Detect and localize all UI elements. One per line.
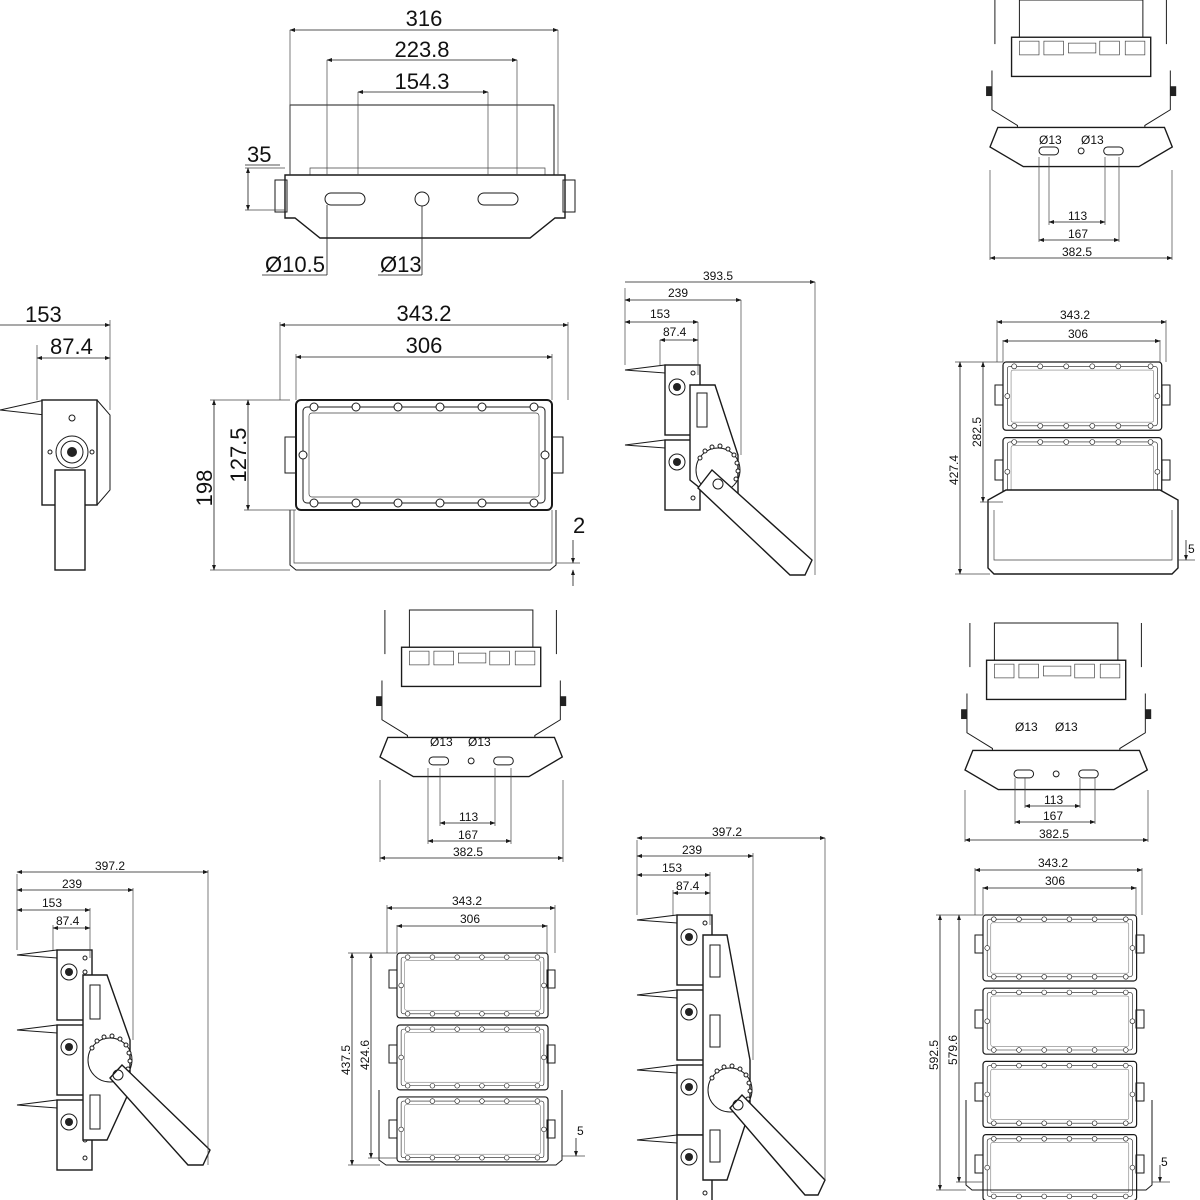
dim-front2-343: 343.2 (1060, 308, 1090, 322)
side-view-single: 153 87.4 (0, 302, 111, 571)
dim-front3-5: 5 (577, 1124, 584, 1138)
dim-front2-5: 5 (1188, 542, 1195, 556)
bracket-c-113: 113 (1044, 793, 1063, 807)
dim-top-223: 223.8 (394, 37, 449, 62)
side-view-quad: 397.2 239 153 87.4 (636, 825, 826, 1200)
bracket-a-113: 113 (1068, 209, 1087, 223)
dim-front4-5: 5 (1161, 1155, 1168, 1169)
bracket-view-c: Ø13 Ø13 113 167 382.5 (960, 622, 1152, 842)
bracket-b-113: 113 (459, 810, 478, 824)
dim-front1-2: 2 (573, 513, 585, 538)
bracket-c-167: 167 (1043, 809, 1063, 823)
bracket-b-382: 382.5 (453, 845, 483, 859)
side-view-triple: 397.2 239 153 87.4 (16, 859, 211, 1171)
dim-front2-427: 427.4 (947, 455, 961, 485)
bracket-c-382: 382.5 (1039, 827, 1069, 841)
dim-side4-87: 87.4 (676, 879, 700, 893)
bracket-b-d13-left: Ø13 (430, 735, 453, 749)
dim-side3-153: 153 (42, 896, 62, 910)
front-view-single: 343.2 306 198 127.5 2 (192, 301, 585, 586)
side-view-double: 393.5 239 153 87.4 (624, 269, 816, 576)
bracket-a-d13-right: Ø13 (1081, 133, 1104, 147)
bracket-view-a: Ø13 Ø13 113 167 382.5 (985, 0, 1177, 260)
bracket-a-382: 382.5 (1062, 245, 1092, 259)
dim-front1-198: 198 (192, 470, 217, 507)
dim-front2-282: 282.5 (970, 417, 984, 447)
dim-front4-592: 592.5 (927, 1040, 941, 1070)
bracket-view-b: Ø13 Ø13 113 167 382.5 (375, 609, 567, 862)
dim-top-316: 316 (406, 6, 443, 31)
dim-side4-239: 239 (682, 843, 702, 857)
bracket-a-d13-left: Ø13 (1039, 133, 1062, 147)
dim-front1-343: 343.2 (396, 301, 451, 326)
dim-side3-87: 87.4 (56, 914, 80, 928)
dim-side1-87: 87.4 (50, 334, 93, 359)
dim-side4-397: 397.2 (712, 825, 742, 839)
front-view-quad: 343.2 306 592.5 579.6 5 (927, 856, 1170, 1200)
bracket-c-d13-left: Ø13 (1015, 720, 1038, 734)
dim-top-35: 35 (247, 142, 271, 167)
top-view-single: 316 223.8 154.3 35 Ø10.5 Ø13 (245, 6, 576, 277)
dim-top-d105: Ø10.5 (265, 252, 325, 277)
dim-side1-153: 153 (25, 302, 62, 327)
bracket-c-d13-right: Ø13 (1055, 720, 1078, 734)
bracket-b-167: 167 (458, 828, 478, 842)
dim-front3-437: 437.5 (339, 1045, 353, 1075)
dim-side2-393: 393.5 (703, 269, 733, 283)
dim-top-d13: Ø13 (380, 252, 422, 277)
dim-side2-87: 87.4 (663, 325, 687, 339)
bracket-b-d13-right: Ø13 (468, 735, 491, 749)
dim-front3-343: 343.2 (452, 894, 482, 908)
bracket-a-167: 167 (1068, 227, 1088, 241)
dim-front3-306: 306 (460, 912, 480, 926)
dim-side4-153: 153 (662, 861, 682, 875)
front-view-triple: 343.2 306 437.5 424.6 5 (339, 894, 585, 1166)
dim-front3-424: 424.6 (358, 1040, 372, 1070)
dim-side2-153: 153 (650, 307, 670, 321)
dim-side2-239: 239 (668, 286, 688, 300)
dim-side3-239: 239 (62, 877, 82, 891)
dim-front2-306: 306 (1068, 327, 1088, 341)
dim-front4-306: 306 (1045, 874, 1065, 888)
dim-front1-127: 127.5 (226, 427, 251, 482)
dim-front1-306: 306 (406, 333, 443, 358)
dim-side3-397: 397.2 (95, 859, 125, 873)
dim-front4-579: 579.6 (946, 1035, 960, 1065)
dim-front4-343: 343.2 (1038, 856, 1068, 870)
front-view-double: 343.2 306 427.4 282.5 5 (947, 308, 1195, 575)
dim-top-154: 154.3 (394, 69, 449, 94)
